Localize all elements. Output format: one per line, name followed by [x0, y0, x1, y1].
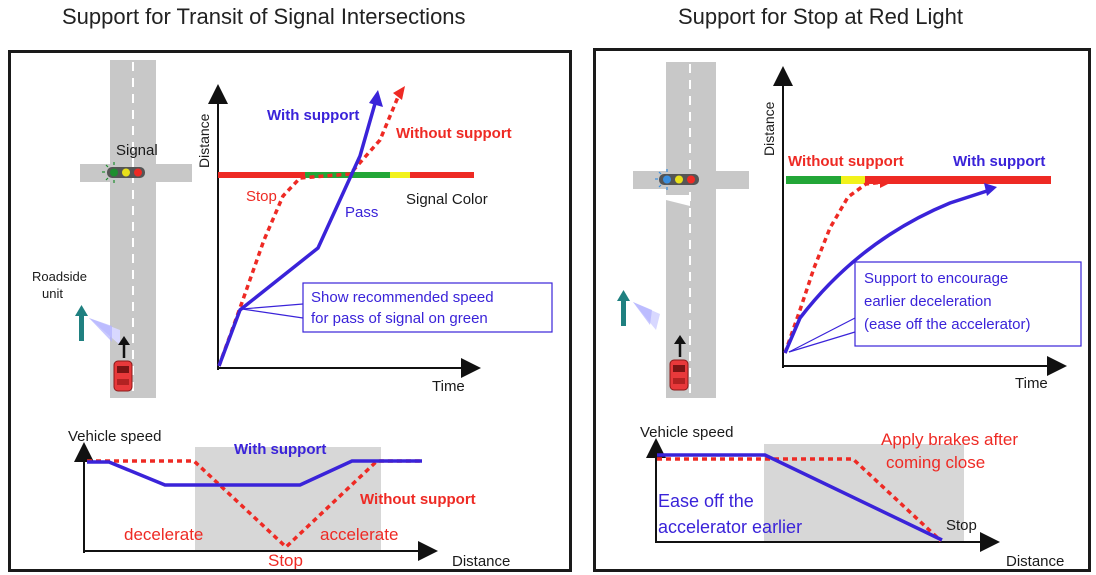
speed-without-support-label: Without support — [360, 491, 476, 508]
distance-axis-label: Distance — [196, 113, 212, 168]
shaded-region — [764, 444, 964, 542]
apply-brakes-label-1: Apply brakes after — [881, 430, 1018, 449]
with-support-curve — [217, 99, 378, 367]
callout-line-2: earlier deceleration — [864, 293, 992, 310]
traffic-signal-icon — [102, 162, 145, 183]
time-axis-label: Time — [1015, 375, 1048, 392]
accelerate-label: accelerate — [320, 525, 398, 544]
speed-with-support-line — [87, 459, 422, 487]
apply-brakes-label-2: coming close — [886, 453, 985, 472]
decelerate-label: decelerate — [124, 525, 203, 544]
deceleration-callout — [788, 261, 1082, 353]
traffic-signal-icon — [655, 169, 699, 190]
vehicle-icon — [669, 335, 689, 391]
with-support-label: With support — [267, 107, 359, 124]
callout-line-1: Support to encourage — [864, 270, 1008, 287]
road-gap — [666, 195, 690, 206]
speed-distance-axis-label: Distance — [1006, 553, 1064, 569]
ease-off-label-1: Ease off the — [658, 491, 754, 511]
without-support-curve — [783, 180, 885, 354]
speed-with-support-label: With support — [234, 441, 326, 458]
left-panel: Signal Roadside unit Distance Time — [8, 50, 572, 572]
signal-color-bar — [786, 176, 1051, 184]
with-support-curve — [783, 188, 991, 354]
callout-line-1: Show recommended speed — [311, 289, 494, 306]
speed-without-support-line — [657, 457, 943, 543]
pass-label: Pass — [345, 204, 378, 221]
without-support-curve — [217, 96, 400, 367]
without-support-arrowhead — [393, 86, 405, 100]
with-support-arrowhead — [984, 183, 997, 196]
speed-axis-label: Vehicle speed — [68, 428, 161, 445]
speed-with-support-line — [657, 453, 943, 542]
signal-color-label: Signal Color — [406, 191, 488, 208]
right-panel: Distance Time Without support With suppo… — [593, 48, 1091, 572]
ease-off-label-2: accelerator earlier — [658, 517, 802, 537]
callout-line-3: (ease off the accelerator) — [864, 316, 1030, 333]
distance-axis-label: Distance — [761, 101, 777, 156]
roadside-unit-label: Roadside — [32, 269, 87, 284]
callout-line-2: for pass of signal on green — [311, 310, 488, 327]
with-support-label: With support — [953, 153, 1045, 170]
roadside-unit-icon — [617, 290, 660, 330]
speed-distance-axis-label: Distance — [452, 553, 510, 569]
roadside-unit-label-2: unit — [42, 286, 63, 301]
speed-axis-label: Vehicle speed — [640, 424, 733, 441]
recommended-speed-callout — [241, 282, 553, 333]
time-axis-label: Time — [432, 378, 465, 395]
vehicle-icon — [113, 336, 133, 392]
shaded-region — [195, 447, 381, 552]
speed-stop-label: Stop — [268, 551, 303, 569]
left-panel-title: Support for Transit of Signal Intersecti… — [62, 4, 466, 29]
right-panel-title: Support for Stop at Red Light — [678, 4, 963, 29]
stop-label: Stop — [246, 188, 277, 205]
speed-stop-label: Stop — [946, 517, 977, 534]
without-support-arrowhead — [880, 176, 892, 188]
roadside-unit-icon — [75, 305, 120, 345]
signal-label: Signal — [116, 142, 158, 159]
without-support-label: Without support — [788, 153, 904, 170]
without-support-label: Without support — [396, 125, 512, 142]
with-support-arrowhead — [369, 90, 383, 107]
